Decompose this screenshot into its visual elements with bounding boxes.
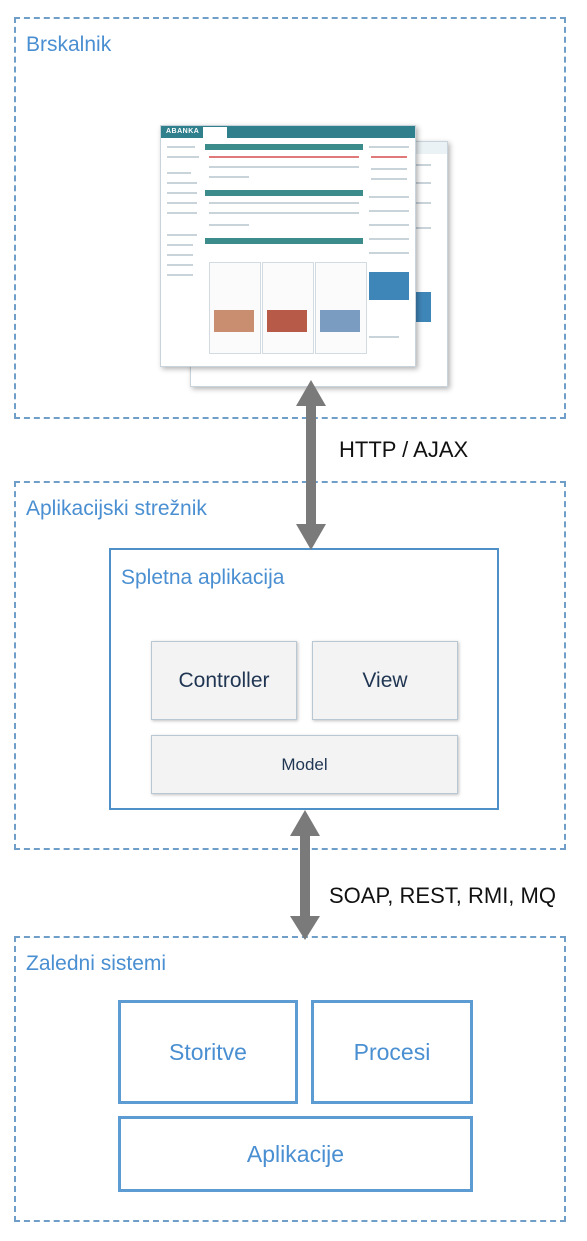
services-box: Storitve [118, 1000, 298, 1104]
applications-box: Aplikacije [118, 1116, 473, 1192]
view-label: View [362, 668, 408, 692]
model-box: Model [151, 735, 458, 794]
controller-box: Controller [151, 641, 297, 720]
app-server-tier-label: Aplikacijski strežnik [26, 497, 207, 520]
view-box: View [312, 641, 458, 720]
services-label: Storitve [169, 1038, 247, 1065]
processes-label: Procesi [353, 1038, 431, 1065]
bank-logo: ABANKA [166, 128, 200, 135]
integration-protocols-text: SOAP, REST, RMI, MQ [329, 883, 556, 908]
web-app-label: Spletna aplikacija [121, 566, 285, 589]
processes-box: Procesi [311, 1000, 473, 1104]
model-label: Model [281, 754, 328, 774]
backend-tier-label: Zaledni sistemi [26, 952, 167, 975]
browser-screenshot-front: ABANKA [160, 125, 416, 367]
browser-tier: Brskalnik ABANKA [14, 17, 566, 419]
applications-label: Aplikacije [246, 1140, 345, 1167]
browser-tier-label: Brskalnik [26, 33, 112, 56]
integration-protocols-label: SOAP, REST, RMI, MQ [329, 883, 587, 909]
http-ajax-label: HTTP / AJAX [339, 437, 469, 462]
controller-label: Controller [178, 668, 270, 692]
